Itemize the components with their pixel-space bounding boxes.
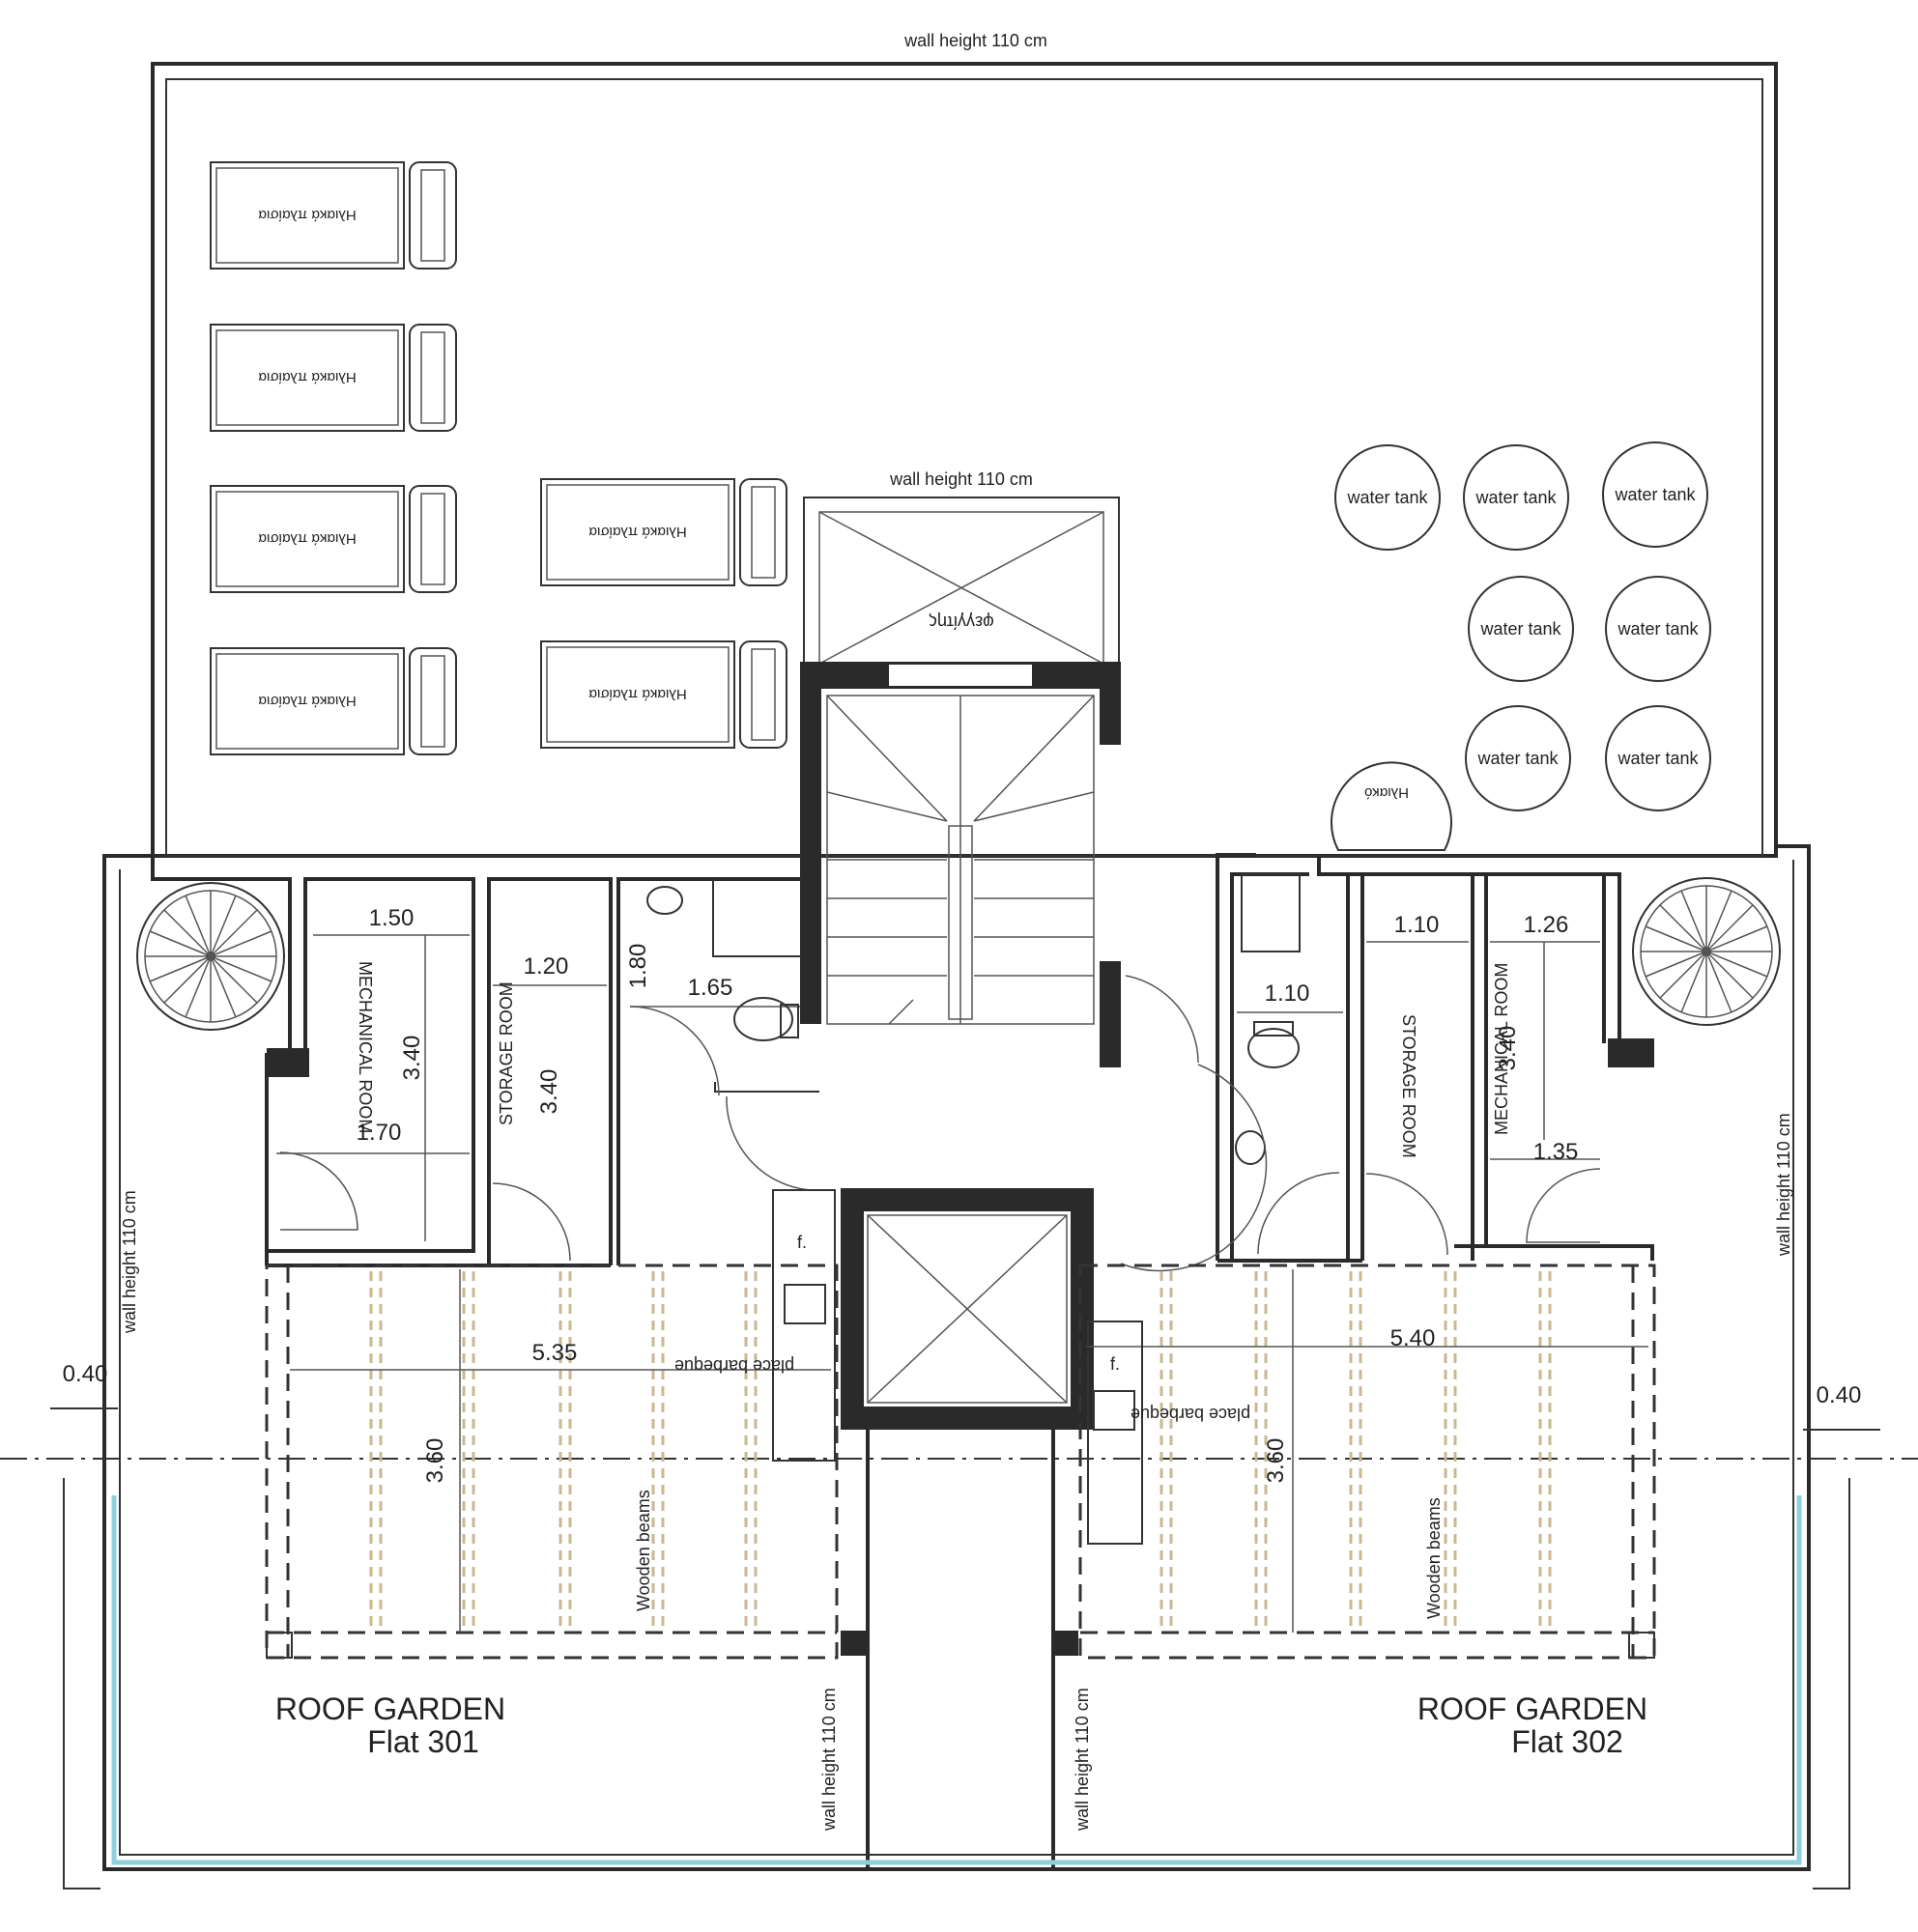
fridge-left-label: f. — [797, 1233, 807, 1252]
wall-height-left-label: wall height 110 cm — [120, 1190, 139, 1334]
wooden-beams-right-label: Wooden beams — [1424, 1497, 1444, 1619]
spiral-stair-left — [136, 882, 285, 1031]
water-tank: water tank — [1465, 705, 1571, 811]
pergola-right: 5.40 3.60 Wooden beams f. place barbeque — [1078, 1264, 1656, 1660]
column — [267, 1048, 309, 1077]
svg-text:water tank: water tank — [1346, 488, 1428, 507]
mechanical-room-right-label: MECHANICAL ROOM — [1492, 963, 1511, 1135]
fridge-right-label: f. — [1110, 1354, 1120, 1374]
sink-icon — [1235, 1130, 1266, 1165]
sink-icon — [646, 886, 683, 915]
pergola-left-width: 5.35 — [532, 1340, 578, 1366]
roof-garden-301-title: ROOF GARDEN — [275, 1691, 505, 1726]
column — [1608, 1038, 1654, 1067]
glass-railing — [111, 1495, 1802, 1865]
svg-text:Ηλιακά πλαίσια: Ηλιακά πλαίσια — [258, 207, 357, 223]
water-tank: water tank — [1605, 576, 1711, 682]
storage-left-depth: 3.40 — [536, 1069, 562, 1115]
wall-height-lift-right-label: wall height 110 cm — [1073, 1688, 1092, 1832]
pergola-left: 5.35 3.60 Wooden beams f. place barbeque — [265, 1189, 839, 1660]
solar-panel: Ηλιακά πλαίσια — [210, 161, 457, 270]
toilet-icon — [1247, 1028, 1300, 1068]
mechanical-room-left-label: MECHANICAL ROOM — [356, 961, 375, 1133]
pergola-right-width: 5.40 — [1390, 1325, 1436, 1351]
wall-height-top-label: wall height 110 cm — [903, 31, 1047, 50]
mech-left-width: 1.50 — [369, 905, 415, 931]
wc-left-width: 1.65 — [688, 975, 733, 1001]
svg-text:water tank: water tank — [1617, 619, 1699, 639]
upper-roof-outline: wall height 110 cm — [151, 31, 1778, 858]
sink-icon — [784, 1284, 826, 1324]
mech-right-bottom: 1.35 — [1533, 1139, 1579, 1165]
skylight: wall height 110 cm φεγγίτης — [803, 469, 1120, 665]
wc-right-width: 1.10 — [1265, 980, 1310, 1007]
storage-left-width: 1.20 — [524, 953, 569, 980]
svg-text:Ηλιακά πλαίσια: Ηλιακά πλαίσια — [258, 693, 357, 709]
roof-garden-302-title: ROOF GARDEN — [1417, 1691, 1647, 1726]
svg-text:water tank: water tank — [1617, 749, 1699, 768]
spiral-stair-right — [1632, 877, 1781, 1026]
place-barbeque-left-label: place barbeque — [674, 1356, 794, 1376]
left-service-block: 1.50 3.40 MECHANICAL ROOM 1.70 1.20 3.40… — [136, 856, 819, 1267]
wooden-beams-left-label: Wooden beams — [634, 1490, 653, 1611]
flat-302-label: Flat 302 — [1511, 1724, 1623, 1759]
storage-room-left-label: STORAGE ROOM — [497, 981, 516, 1125]
mech-left-depth: 3.40 — [399, 1036, 425, 1081]
stair-core — [800, 662, 1121, 1067]
wall-height-skylight-label: wall height 110 cm — [889, 469, 1033, 489]
wall-height-right-label: wall height 110 cm — [1774, 1113, 1793, 1257]
lower-roof-outline: wall height 110 cm wall height 110 cm 0.… — [0, 844, 1918, 1889]
water-tanks: water tank water tank water tank water t… — [1331, 441, 1711, 851]
toilet-icon — [733, 997, 793, 1041]
wc-left-depth: 1.80 — [625, 944, 651, 989]
edge-left-dimension: 0.40 — [63, 1361, 108, 1387]
solar-panel: Ηλιακά πλαίσια — [210, 324, 457, 432]
solar-panel: Ηλιακά πλαίσια — [540, 478, 787, 586]
lift-shaft: wall height 110 cm wall height 110 cm — [819, 1188, 1094, 1869]
right-service-block: 1.10 STORAGE ROOM 1.26 3.40 MECHANICAL R… — [1120, 853, 1781, 1272]
edge-right-dimension: 0.40 — [1817, 1382, 1862, 1408]
flat-301-label: Flat 301 — [367, 1724, 479, 1759]
wall-height-lift-left-label: wall height 110 cm — [819, 1688, 839, 1832]
svg-text:Ηλιακά πλαίσια: Ηλιακά πλαίσια — [588, 686, 687, 702]
svg-text:Ηλιακά πλαίσια: Ηλιακά πλαίσια — [258, 530, 357, 547]
water-tank: water tank — [1605, 705, 1711, 811]
svg-text:water tank: water tank — [1474, 488, 1557, 507]
small-tank: Ηλιακό — [1331, 761, 1452, 851]
svg-text:φεγγίτης: φεγγίτης — [929, 612, 994, 632]
solar-panels: Ηλιακά πλαίσια Ηλιακά πλαίσια Ηλιακά πλα… — [210, 161, 787, 755]
svg-text:water tank: water tank — [1479, 619, 1561, 639]
mech-left-bottom: 1.70 — [357, 1120, 402, 1146]
storage-room-right-label: STORAGE ROOM — [1399, 1014, 1418, 1158]
sink-icon — [1093, 1390, 1135, 1431]
storage-right-width: 1.10 — [1394, 912, 1440, 938]
water-tank: water tank — [1463, 444, 1569, 551]
solar-panel: Ηλιακά πλαίσια — [210, 485, 457, 593]
water-tank: water tank — [1468, 576, 1574, 682]
svg-text:Ηλιακά πλαίσια: Ηλιακά πλαίσια — [258, 369, 357, 385]
svg-text:water tank: water tank — [1476, 749, 1559, 768]
mech-right-depth: 3.40 — [1495, 1026, 1521, 1071]
roof-garden-labels: ROOF GARDEN Flat 301 ROOF GARDEN Flat 30… — [275, 1691, 1647, 1759]
solar-panel: Ηλιακά πλαίσια — [540, 640, 787, 749]
svg-text:water tank: water tank — [1614, 485, 1696, 504]
pergola-left-depth: 3.60 — [422, 1438, 448, 1484]
svg-text:Ηλιακό: Ηλιακό — [1364, 784, 1409, 801]
place-barbeque-right-label: place barbeque — [1131, 1405, 1250, 1424]
pergola-right-depth: 3.60 — [1263, 1438, 1289, 1484]
solar-panel: Ηλιακά πλαίσια — [210, 647, 457, 755]
svg-text:Ηλιακά πλαίσια: Ηλιακά πλαίσια — [588, 524, 687, 540]
mech-right-width: 1.26 — [1524, 912, 1569, 938]
water-tank: water tank — [1602, 441, 1708, 548]
water-tank: water tank — [1334, 444, 1441, 551]
